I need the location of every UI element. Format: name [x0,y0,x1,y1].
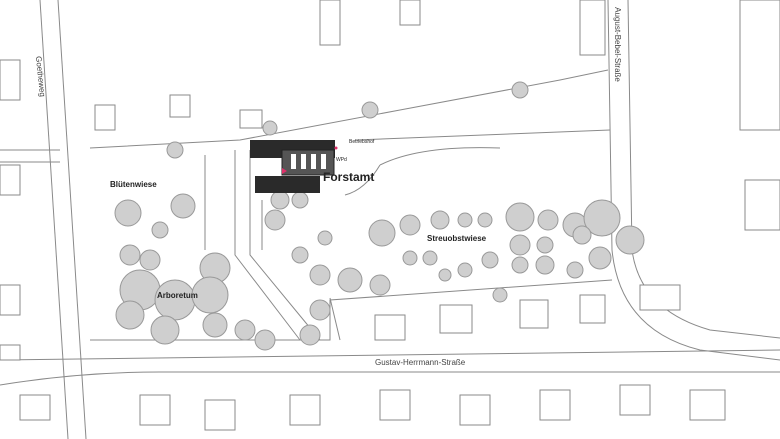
trees [114,81,645,351]
street-gustav-herrmann: Gustav-Herrmann-Straße [375,358,466,367]
street-august-bebel: August-Bebel-Straße [612,7,622,82]
label-betriebshof: Betriebshof [349,139,375,145]
label-forstamt: Forstamt [323,170,375,184]
label-bluetenwiese: Blütenwiese [110,180,157,189]
forstamt-buildings [250,140,338,193]
label-arboretum: Arboretum [157,291,198,300]
label-wpd: WPd [336,157,347,163]
label-streuobstwiese: Streuobstwiese [427,234,487,243]
